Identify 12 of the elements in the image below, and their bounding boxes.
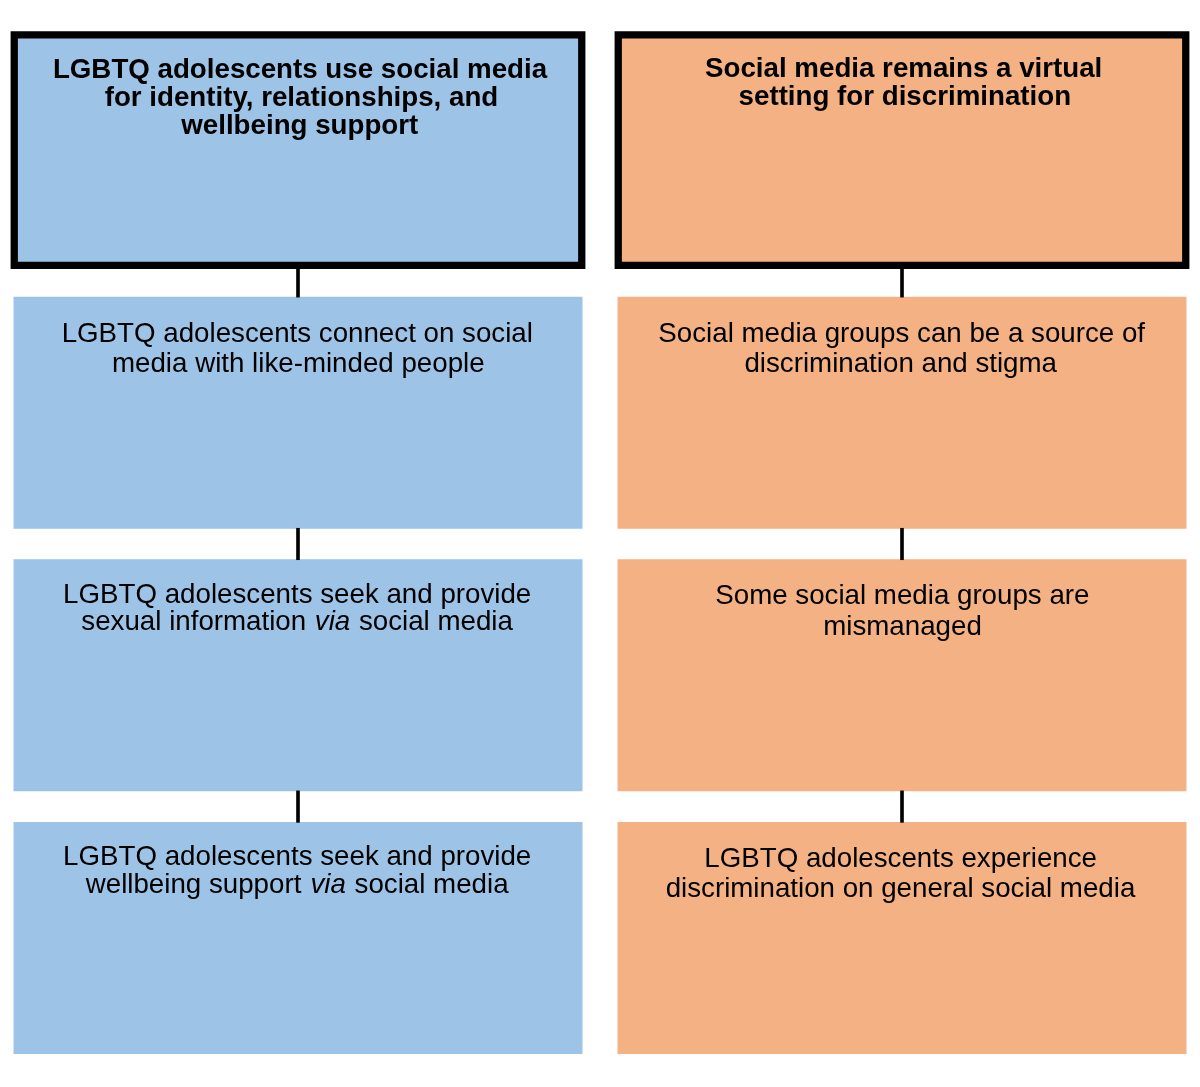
node-box: LGBTQ adolescents seek and provide sexual information via social media [13,558,583,791]
connector [900,790,904,823]
node-box: LGBTQ adolescents experience discrimination on general social media [617,821,1187,1054]
node-box: Some social media groups are mismanaged [617,558,1187,791]
connector [296,790,300,823]
node-box: LGBTQ adolescents seek and provide wellbeing support via social media [13,821,583,1054]
connector [296,527,300,560]
node-box: Social media groups can be a source of discrimination and stigma [617,296,1187,529]
node-box: Social media remains a virtual setting for discrimination [614,30,1190,269]
connector [900,527,904,560]
node-box: LGBTQ adolescents connect on social media with like-minded people [13,296,583,529]
node-box: LGBTQ adolescents use social media for identity, relationships, and wellbeing support [10,30,586,269]
